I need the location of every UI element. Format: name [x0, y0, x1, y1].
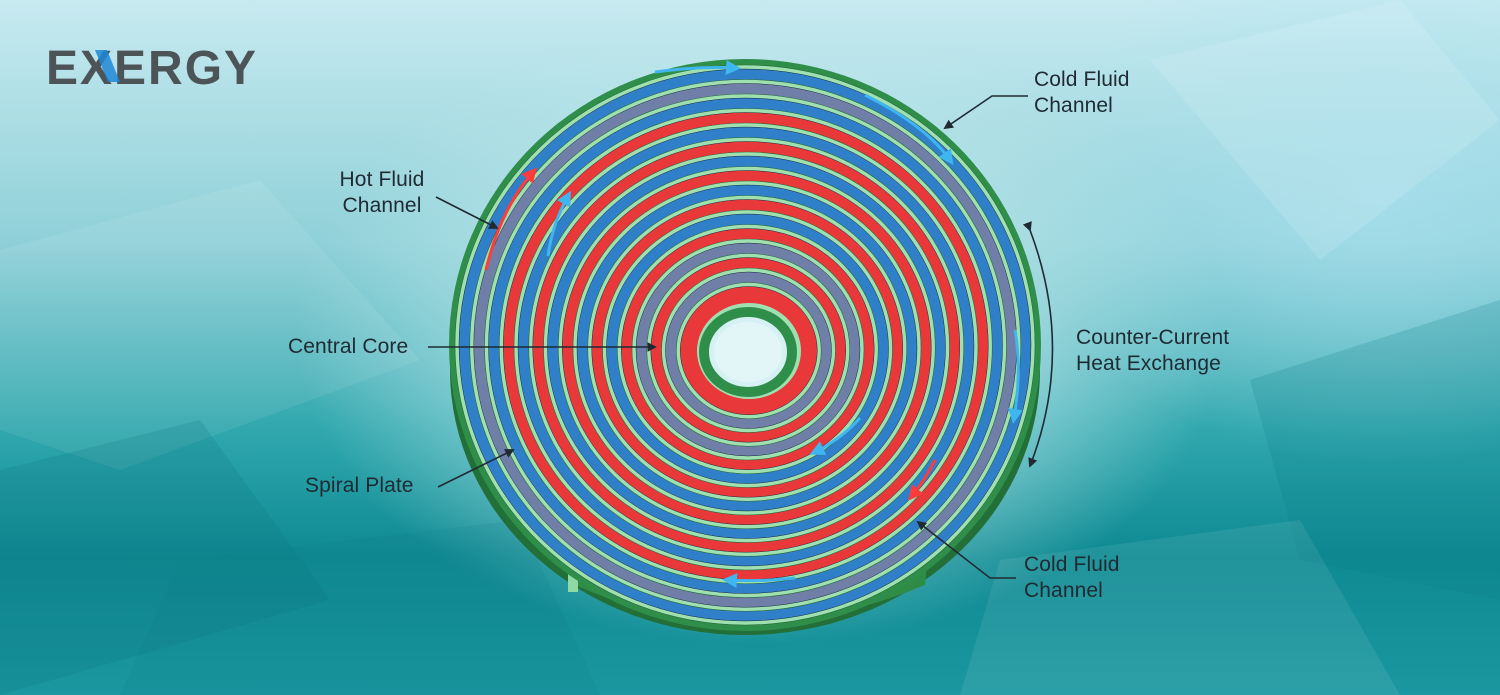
hot-flow-arrow-right	[908, 459, 937, 501]
label-line: Channel	[1034, 94, 1113, 117]
leader-spiral	[437, 449, 515, 488]
label-line: Channel	[342, 194, 422, 217]
leader-cold-bottom	[916, 520, 1016, 579]
cold-flow-arrow-left	[546, 190, 571, 257]
label-hot-fluid-channel: Hot Fluid Channel	[322, 167, 442, 219]
leader-cold-top	[943, 95, 1028, 130]
cold-flow-arrow-top	[654, 59, 741, 75]
label-cold-fluid-channel-top: Cold Fluid Channel	[1034, 67, 1130, 119]
label-line: Spiral Plate	[305, 474, 414, 497]
logo-wordmark: EXERGY	[46, 42, 258, 94]
leader-hot	[435, 196, 499, 229]
label-line: Cold Fluid	[1024, 553, 1120, 576]
label-line: Heat Exchange	[1076, 352, 1221, 375]
label-spiral-plate: Spiral Plate	[305, 473, 414, 499]
label-line: Central Core	[288, 335, 409, 358]
cold-flow-arrow-right-top	[864, 93, 954, 165]
label-counter-current: Counter-Current Heat Exchange	[1076, 325, 1229, 377]
logo-accent-stroke	[95, 50, 120, 82]
hot-flow-arrow-left	[484, 167, 537, 271]
cold-flow-arrow-inner	[809, 416, 862, 455]
cold-flow-arrow-bottom	[722, 573, 796, 589]
label-cold-fluid-channel-bottom: Cold Fluid Channel	[1024, 552, 1120, 604]
label-line: Cold Fluid	[1034, 68, 1130, 91]
label-central-core: Central Core	[288, 334, 408, 360]
flow-arrows	[484, 59, 1023, 589]
counter-current-arc	[1022, 221, 1054, 468]
leader-lines	[428, 95, 1054, 579]
exergy-logo: EXERGY	[46, 42, 258, 94]
label-line: Hot Fluid	[339, 168, 425, 191]
label-line: Channel	[1024, 579, 1103, 602]
cold-flow-arrow-right	[1008, 329, 1023, 424]
central-core-opening	[714, 322, 782, 382]
plate-tab-left	[568, 568, 578, 592]
label-line: Counter-Current	[1076, 326, 1230, 349]
